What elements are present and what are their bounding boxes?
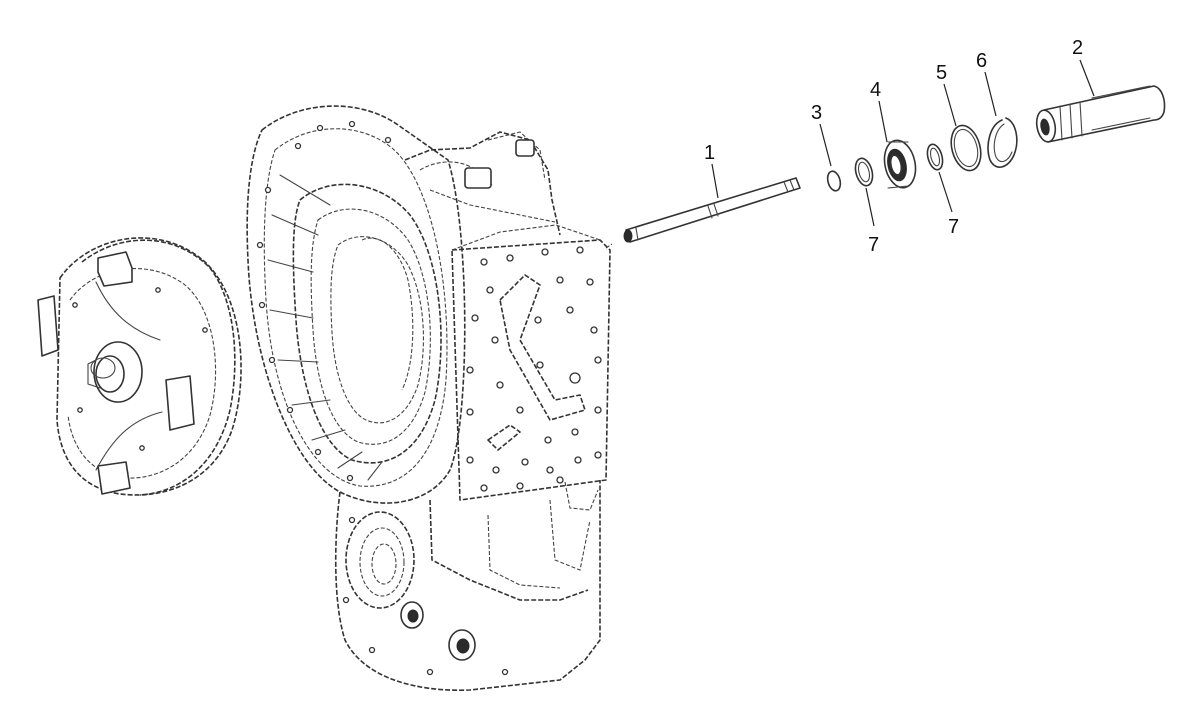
callout-7a: 7 — [868, 234, 879, 256]
snap-ring-part-6 — [987, 117, 1018, 168]
callout-3: 3 — [811, 102, 822, 124]
leader-3 — [819, 123, 832, 167]
callout-4: 4 — [870, 79, 881, 101]
transmission-housing — [246, 105, 613, 692]
leader-4 — [878, 100, 888, 143]
seal-ring-part-7-b — [926, 143, 944, 171]
leader-7a — [865, 187, 875, 227]
leader-2 — [1079, 59, 1095, 97]
leader-1 — [711, 163, 719, 199]
callout-2: 2 — [1072, 37, 1083, 59]
torque-converter — [37, 237, 242, 496]
leader-5 — [943, 83, 957, 127]
leader-lines — [711, 59, 1095, 227]
leader-6 — [984, 71, 997, 117]
callout-7b: 7 — [948, 216, 959, 238]
valve-body-holes — [466, 246, 602, 492]
callout-labels: 1 2 3 4 5 6 7 7 — [704, 37, 1083, 256]
o-ring-part-5 — [950, 124, 982, 172]
shaft-part-1 — [623, 177, 801, 243]
leader-7b — [938, 171, 953, 213]
ring-part-3 — [826, 170, 842, 192]
sleeve-part-2 — [1035, 85, 1166, 143]
seal-ring-part-7-a — [854, 157, 874, 187]
bearing-part-4 — [883, 139, 917, 189]
callout-6: 6 — [976, 50, 987, 72]
callout-1: 1 — [704, 142, 715, 164]
callout-5: 5 — [936, 62, 947, 84]
